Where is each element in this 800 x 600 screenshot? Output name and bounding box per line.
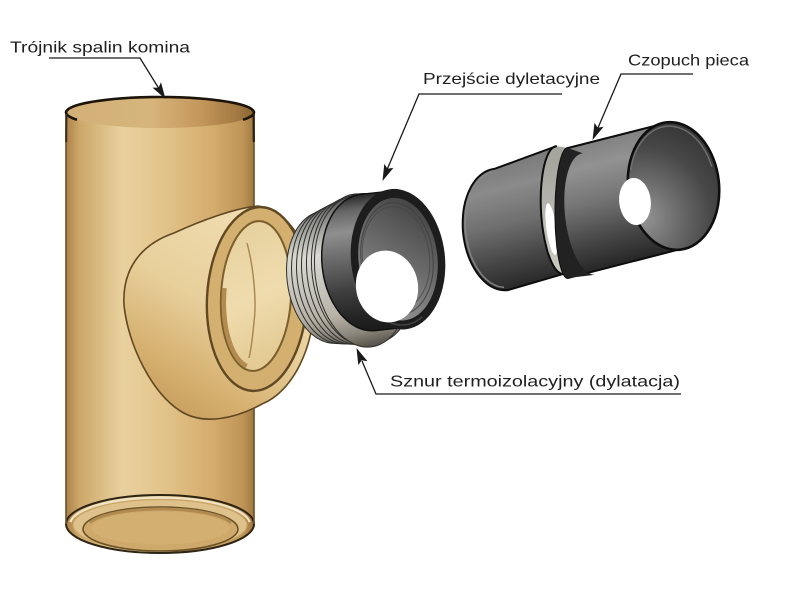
svg-text:Trójnik spalin komina: Trójnik spalin komina <box>10 39 190 56</box>
svg-text:Czopuch pieca: Czopuch pieca <box>628 53 749 70</box>
svg-text:Przejście dyletacyjne: Przejście dyletacyjne <box>423 71 600 88</box>
svg-text:Sznur termoizolacyjny (dylatac: Sznur termoizolacyjny (dylatacja) <box>390 373 680 390</box>
